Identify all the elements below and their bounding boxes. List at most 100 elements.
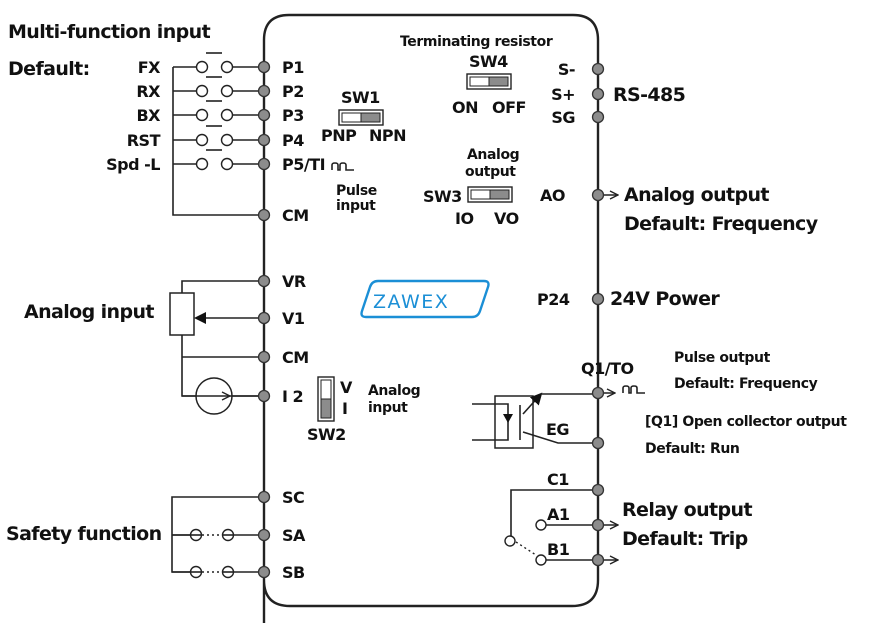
inverter-body-outline [262,13,600,623]
terminal-label-ao: AO [540,186,565,205]
terminal-p3[interactable] [257,108,271,122]
switch-contact [220,60,234,74]
terminal-b1[interactable] [591,553,605,567]
vr-wire [181,280,264,293]
terminal-label-a1: A1 [547,505,570,524]
terminal-label-eg: EG [546,420,569,439]
safety-function-group: Safety function SC SA SB [6,488,307,582]
power-group: P24 24V Power [537,288,721,310]
cm-bus-wire [172,67,264,216]
sw2-slider[interactable] [320,398,332,419]
terminal-label-cm-1: CM [282,206,309,225]
multi-function-input-row: RST P4 [127,125,305,150]
terminal-c1[interactable] [591,483,605,497]
terminal-label-b1: B1 [547,540,570,559]
pulse-output-icon [622,385,645,394]
terminal-label: S- [558,60,575,79]
terminal-cm-1[interactable] [257,208,271,222]
sw1-slider[interactable] [360,112,381,123]
pulse-input-icon [331,162,354,171]
terminal-rs485-1[interactable] [591,87,605,101]
relay-common-contact [504,535,516,547]
sw3-left-option: IO [455,209,474,228]
terminal-p2[interactable] [257,84,271,98]
sw4-switch-group: Terminating resistor SW4 ON OFF [400,34,553,117]
terminal-analog-3[interactable] [257,389,271,403]
terminal-p4[interactable] [257,133,271,147]
terminating-resistor-label: Terminating resistor [400,34,553,50]
sw3-slider[interactable] [489,189,510,200]
terminal-analog-0[interactable] [257,274,271,288]
terminal-label: I 2 [282,387,303,406]
terminal-analog-1[interactable] [257,311,271,325]
terminal-label: SA [282,526,306,545]
power-title: 24V Power [610,288,720,310]
sw4-left-option: ON [452,98,478,117]
sw1-switch-group: SW1 PNP NPN [321,88,407,145]
sw4-slider[interactable] [488,76,509,87]
terminal-label: SB [282,563,305,582]
switch-contact [195,108,209,122]
terminal-analog-2[interactable] [257,350,271,364]
terminal-a1[interactable] [591,518,605,532]
sw2-bottom-option: I [342,399,347,418]
switch-contact [195,84,209,98]
terminal-label: P4 [282,131,304,150]
terminal-label-q1to: Q1/TO [581,359,634,378]
logo-text: ZAWEX [373,291,449,313]
terminal-p24[interactable] [591,292,605,306]
pulse-output-title: Pulse output [674,350,771,366]
terminal-sc[interactable] [257,490,271,504]
c1-wire [510,489,598,537]
safety-function-title: Safety function [6,523,162,545]
multi-function-title: Multi-function input [8,21,211,43]
terminal-p1[interactable] [257,60,271,74]
analog-output-title: Analog output [624,184,769,206]
zawex-logo: ZAWEX [360,279,490,319]
terminal-label-p24: P24 [537,290,570,309]
relay-output-title: Relay output [622,499,752,521]
input-name-label: Spd -L [106,155,160,174]
relay-output-default: Default: Trip [622,528,748,550]
pulse-output-default: Default: Frequency [674,376,818,392]
open-collector-title: [Q1] Open collector output [645,414,847,430]
terminal-label: P3 [282,106,304,125]
rs485-group: S-S+SG RS-485 [551,60,686,127]
terminal-label: P1 [282,58,304,77]
input-name-label: RX [136,82,161,101]
open-collector-group: Q1/TO Pulse output Default: Frequency [Q… [472,350,848,457]
open-collector-default: Default: Run [645,441,740,457]
input-name-label: RST [127,131,161,150]
sw1-label: SW1 [341,88,380,107]
terminal-p5-ti[interactable] [257,157,271,171]
relay-output-group: C1 A1 B1 Relay output Default: Trip [504,470,753,567]
pulse-input-label-1: Pulse [336,183,377,199]
sw3-label: SW3 [423,187,462,206]
terminal-label: SG [551,108,575,127]
terminal-eg[interactable] [591,436,605,450]
switch-contact [220,133,234,147]
sw4-label: SW4 [469,52,508,71]
terminal-rs485-0[interactable] [591,62,605,76]
terminal-ao[interactable] [591,188,605,202]
terminal-label: V1 [282,309,305,328]
terminal-sa[interactable] [257,528,271,542]
relay-a-contact [535,519,547,531]
analog-output-default: Default: Frequency [624,213,819,235]
analog-output-desc-2: output [465,164,516,180]
sw3-right-option: VO [494,209,519,228]
terminal-rs485-2[interactable] [591,110,605,124]
terminal-q1to[interactable] [591,386,605,400]
sw4-right-option: OFF [492,98,526,117]
analog-input-title: Analog input [24,301,154,323]
sw2-label: SW2 [307,425,346,444]
switch-contact [195,60,209,74]
relay-b-contact [535,554,547,566]
terminal-sb[interactable] [257,565,271,579]
terminal-label: SC [282,488,304,507]
